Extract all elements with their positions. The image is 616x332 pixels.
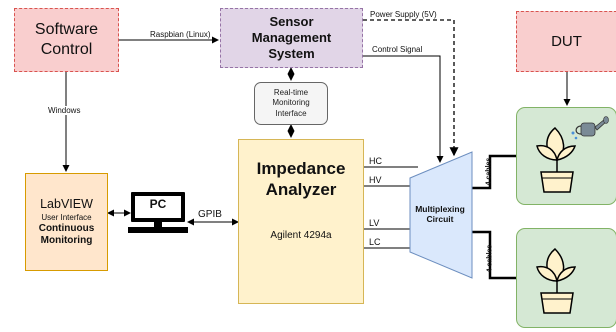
plant-pot-icon bbox=[536, 247, 577, 314]
pc-label: PC bbox=[149, 197, 167, 211]
multiplexing-circuit-shape bbox=[409, 151, 473, 279]
windows-edge-label: Windows bbox=[48, 106, 81, 115]
lc-edge-label: LC bbox=[369, 237, 381, 247]
multiplexing-circuit-node: Multiplexing Circuit bbox=[404, 200, 476, 228]
watering-can-icon bbox=[571, 116, 609, 140]
multiplexing-circuit-label: Multiplexing Circuit bbox=[415, 204, 465, 224]
monitoring-interface-label: Real-time Monitoring Interface bbox=[272, 87, 310, 118]
pc-node: PC bbox=[128, 190, 188, 235]
plant-pot-icon bbox=[536, 126, 577, 193]
lv-edge-label: LV bbox=[369, 218, 380, 228]
sensor-management-label: Sensor Management System bbox=[251, 14, 332, 61]
dut-sensor-box-bottom bbox=[516, 228, 616, 328]
monitoring-interface-node: Real-time Monitoring Interface bbox=[254, 82, 328, 125]
hc-edge-label: HC bbox=[369, 156, 382, 166]
dut-node: DUT bbox=[516, 11, 616, 72]
software-control-label: Software Control bbox=[34, 21, 99, 58]
impedance-analyzer-title: Impedance Analyzer bbox=[256, 159, 346, 199]
power-supply-edge-label: Power Supply (5V) bbox=[370, 10, 437, 19]
control-signal-edge-label: Control Signal bbox=[372, 45, 423, 54]
impedance-analyzer-model: Agilent 4294a bbox=[270, 230, 332, 241]
dut-label: DUT bbox=[551, 33, 582, 50]
labview-title: LabVIEW bbox=[40, 197, 93, 211]
sensor-management-node: Sensor Management System bbox=[220, 8, 363, 68]
dut-sensor-box-top bbox=[516, 107, 616, 205]
cables-top-edge-label: 4 cables bbox=[485, 157, 493, 186]
edge-power-supply bbox=[363, 19, 459, 157]
hv-edge-label: HV bbox=[369, 175, 382, 185]
software-control-node: Software Control bbox=[14, 8, 119, 72]
labview-node: LabVIEW User Interface Continuous Monito… bbox=[25, 173, 108, 271]
impedance-analyzer-node: Impedance Analyzer Agilent 4294a bbox=[238, 139, 364, 304]
labview-continuous-monitoring: Continuous Monitoring bbox=[38, 223, 95, 246]
cables-bottom-edge-label: 4 cables bbox=[486, 244, 494, 273]
labview-subtitle: User Interface bbox=[41, 213, 92, 222]
edge-control-signal bbox=[363, 55, 444, 163]
computer-icon bbox=[128, 192, 188, 233]
raspbian-edge-label: Raspbian (Linux) bbox=[150, 30, 211, 39]
gpib-edge-label: GPIB bbox=[198, 209, 222, 220]
edge-mux-plant-bottom bbox=[472, 230, 517, 280]
edge-mux-plant-top bbox=[472, 154, 517, 190]
